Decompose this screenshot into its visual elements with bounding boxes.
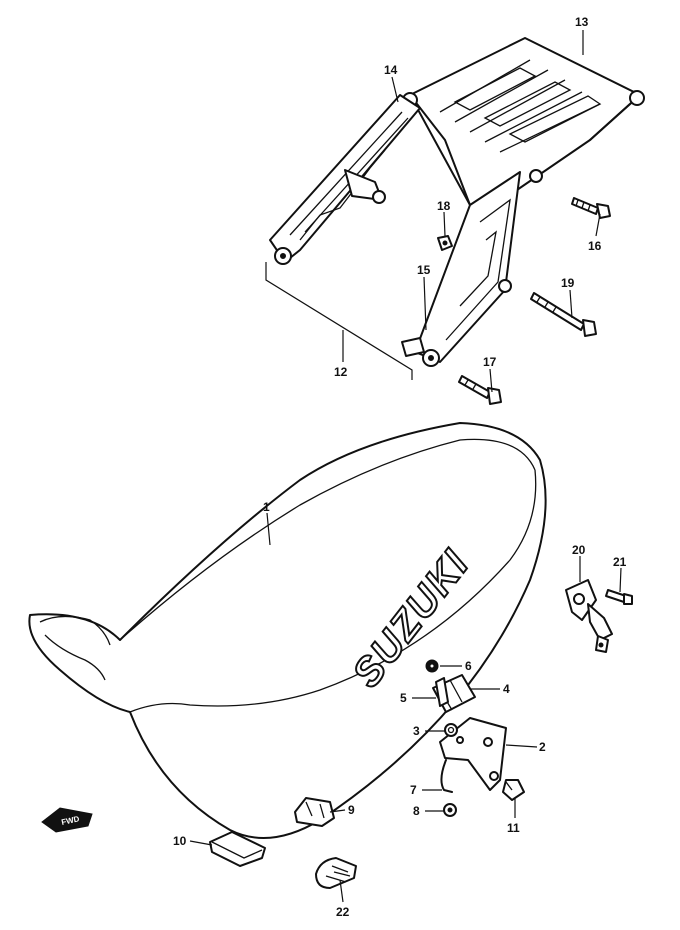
- rear-carrier: [402, 37, 645, 206]
- bolt-11: [502, 779, 525, 801]
- callout-7: 7: [410, 783, 417, 797]
- callout-21: 21: [613, 555, 627, 569]
- left-carrier-rail: [269, 94, 421, 265]
- callout-4: 4: [503, 682, 510, 696]
- callout-18: 18: [437, 199, 451, 213]
- callout-9: 9: [348, 803, 355, 817]
- clamp-22: [315, 857, 357, 889]
- callout-1: 1: [263, 500, 270, 514]
- callout-12: 12: [334, 365, 348, 379]
- callout-17: 17: [483, 355, 497, 369]
- callout-10: 10: [173, 834, 187, 848]
- screw-21: [605, 589, 633, 605]
- leader-lines: [189, 30, 622, 903]
- washer-3: [444, 723, 458, 737]
- callout-19: 19: [561, 276, 575, 290]
- bolt-19: [530, 292, 597, 337]
- bolt-17: [458, 375, 502, 405]
- nut-8: [443, 803, 457, 817]
- direction-label: FWD: [61, 814, 81, 827]
- callout-14: 14: [384, 63, 398, 77]
- pad-10: [209, 831, 266, 867]
- callout-5: 5: [400, 691, 407, 705]
- nut-18: [437, 235, 453, 251]
- bolt-16: [571, 197, 611, 219]
- callout-6: 6: [465, 659, 472, 673]
- callout-2: 2: [539, 740, 546, 754]
- seat-lock: [565, 579, 613, 653]
- seat-hinge-bracket: [439, 717, 507, 791]
- callout-3: 3: [413, 724, 420, 738]
- cushion-9: [294, 797, 335, 827]
- callout-11: 11: [507, 821, 520, 835]
- callout-13: 13: [575, 15, 589, 29]
- right-carrier-stay: [401, 169, 543, 367]
- callout-labels: 1 2 3 4 5 6 7 8 9 10 11 12 13 14 15 16 1…: [173, 15, 627, 919]
- callout-8: 8: [413, 804, 420, 818]
- seat: SUZUKI: [28, 422, 547, 839]
- clip-7: [440, 759, 453, 793]
- seat-hinge: [432, 674, 476, 713]
- callout-16: 16: [588, 239, 602, 253]
- forward-direction-arrow: FWD: [41, 807, 93, 833]
- callout-22: 22: [336, 905, 350, 919]
- callout-15: 15: [417, 263, 431, 277]
- callout-20: 20: [572, 543, 586, 557]
